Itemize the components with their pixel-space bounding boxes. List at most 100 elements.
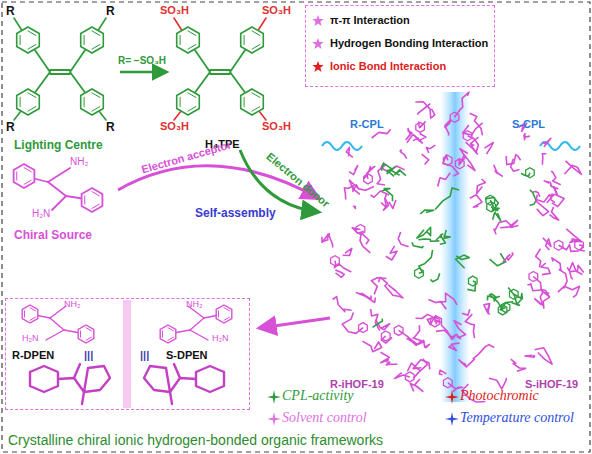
aromatic-bond: [188, 31, 196, 36]
framework-fragment: [490, 253, 506, 265]
framework-fragment: [415, 102, 434, 118]
light-beam: [440, 92, 470, 402]
framework-ring: [356, 225, 365, 235]
framework-fragment: [413, 325, 421, 340]
aromatic-bond: [28, 31, 36, 36]
framework-fragment: [356, 293, 376, 303]
framework-ring: [444, 378, 453, 388]
framework-ring: [526, 168, 535, 178]
aromatic-bond: [244, 35, 245, 44]
framework-fragment: [559, 269, 567, 288]
benzene-ring: [177, 89, 200, 115]
framework-fragment: [503, 252, 513, 262]
bond-line: [210, 69, 230, 71]
framework-fragment: [371, 309, 380, 331]
aromatic-bond: [224, 317, 229, 320]
framework-fragment: [430, 273, 439, 281]
framework-fragment: [470, 137, 478, 154]
framework-fragment: [371, 278, 386, 294]
framework-fragment: [417, 227, 431, 238]
framework-fragment: [439, 370, 446, 375]
benzene-ring: [241, 27, 264, 53]
node-text: Hydrogen Bonding Interaction: [330, 37, 488, 50]
benzene-ring: [81, 27, 104, 53]
reaction-arrow: [120, 71, 166, 74]
framework-fragment: [484, 304, 490, 315]
divider-bar: [123, 300, 131, 408]
aromatic-bond: [218, 311, 219, 317]
framework-fragment: [550, 207, 559, 220]
bond-line: [48, 182, 66, 196]
framework-fragment: [456, 255, 470, 268]
node-text: π-π Interaction: [330, 14, 410, 27]
framework-fragment: [489, 378, 507, 389]
substituent-label: R: [106, 120, 115, 134]
framework-fragment: [385, 285, 403, 298]
molecule-stick: [144, 366, 196, 392]
framework-fragment: [463, 123, 483, 135]
framework-fragment: [445, 120, 451, 136]
framework-fragment: [494, 165, 503, 177]
framework-ring: [416, 122, 425, 132]
framework-fragment: [564, 161, 581, 175]
framework-ring: [510, 289, 519, 299]
framework-fragment: [443, 230, 450, 239]
interaction-box: π-π InteractionHydrogen Bonding Interact…: [305, 5, 495, 87]
bond-line: [50, 69, 70, 71]
aromatic-bond: [180, 35, 181, 44]
framework-ring: [359, 323, 368, 333]
aromatic-bond: [28, 45, 36, 50]
node-text: |||: [84, 349, 93, 362]
molecule-stick: [174, 364, 180, 378]
aromatic-bond: [92, 204, 99, 208]
aromatic-bond: [180, 97, 181, 106]
framework-fragment: [470, 195, 482, 208]
framework-ring: [381, 331, 390, 341]
framework-ring: [450, 112, 459, 122]
aromatic-bond: [92, 107, 100, 112]
node-text: R-DPEN: [12, 349, 54, 362]
substituent-label: R: [6, 120, 15, 134]
node-text: H₂N: [22, 333, 39, 344]
framework-fragment: [485, 143, 494, 155]
framework-fragment: [418, 104, 431, 115]
aromatic-bond: [30, 317, 35, 320]
framework-fragment: [386, 246, 397, 260]
framework-fragment: [381, 352, 390, 362]
node-text: Ionic Bond Interaction: [330, 60, 446, 73]
benzene-ring: [160, 325, 176, 343]
node-text: H₂N: [212, 333, 229, 344]
framework-fragment: [536, 195, 549, 216]
framework-fragment: [542, 154, 546, 165]
framework-fragment: [346, 147, 353, 157]
property-label: Photochromic: [460, 388, 539, 405]
aromatic-bond: [92, 45, 100, 50]
component-label: Lighting Centre: [14, 138, 103, 152]
framework-ring: [455, 159, 464, 169]
framework-fragment: [438, 173, 451, 187]
framework-ring: [487, 202, 496, 212]
framework-fragment: [428, 299, 446, 308]
enantiomer-arrow: [260, 318, 330, 328]
aromatic-bond: [92, 31, 100, 36]
framework-fragment: [530, 190, 536, 206]
framework-fragment: [511, 359, 526, 371]
framework-fragment: [371, 191, 390, 197]
framework-fragment: [426, 145, 435, 153]
reaction-label: R= −SO₃H: [118, 55, 166, 67]
framework-fragment: [543, 138, 551, 147]
amine-label: H₂N: [32, 208, 50, 220]
framework-fragment: [382, 189, 393, 202]
framework-fragment: [552, 186, 564, 206]
aromatic-bond: [188, 45, 196, 50]
molecule-stick: [170, 392, 172, 404]
framework-fragment: [423, 340, 429, 349]
benzene-ring: [14, 164, 35, 188]
framework-ring: [331, 256, 340, 266]
aromatic-bond: [86, 328, 91, 331]
aromatic-bond: [92, 93, 100, 98]
framework-fragment: [536, 249, 541, 268]
aromatic-bond: [20, 97, 21, 106]
framework-ring: [529, 272, 538, 282]
node-text: S-DPEN: [166, 349, 208, 362]
